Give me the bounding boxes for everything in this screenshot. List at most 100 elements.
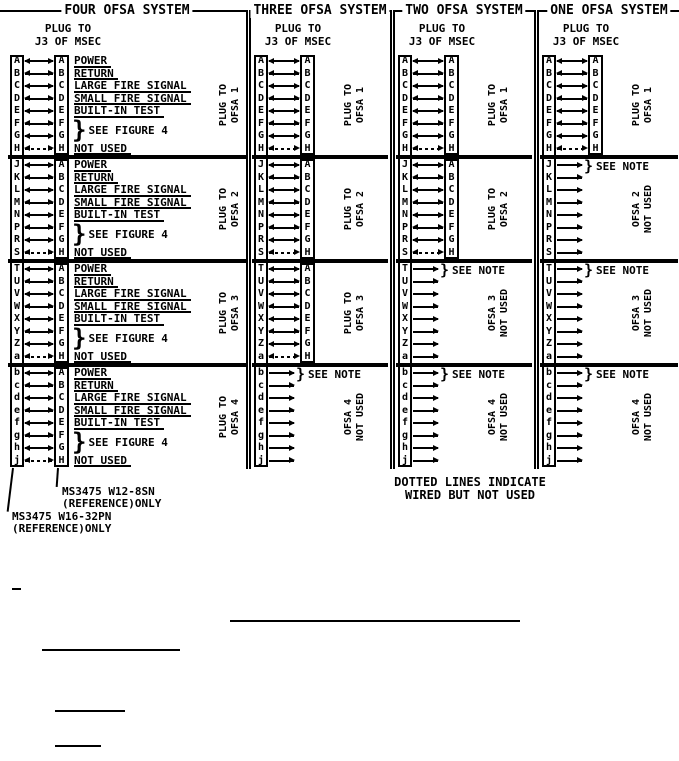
arrowhead-left-icon xyxy=(412,95,418,101)
msec-pin-letter: W xyxy=(545,300,553,312)
wire xyxy=(24,369,54,376)
msec-pin-letter: f xyxy=(257,417,265,428)
ofsa-connector-box xyxy=(54,367,69,467)
wire xyxy=(413,419,439,426)
wire xyxy=(268,107,300,114)
wire xyxy=(557,303,583,309)
msec-pin-letter: g xyxy=(401,429,409,441)
arrowhead-left-icon xyxy=(268,290,274,297)
arrowhead-left-icon xyxy=(24,70,30,76)
msec-pin-letter: B xyxy=(13,67,21,79)
arrowhead-right-icon xyxy=(577,419,583,426)
wire xyxy=(412,120,444,126)
panel-title: THREE OFSA SYSTEM xyxy=(250,3,390,18)
signal-label: BUILT-IN TEST xyxy=(74,313,165,326)
wire xyxy=(412,224,444,230)
see-figure-4-label: SEE FIGURE 4 xyxy=(88,123,168,137)
wire xyxy=(24,120,54,126)
ofsa-pin-letter: F xyxy=(304,325,311,337)
arrowhead-left-icon xyxy=(24,224,30,230)
arrowhead-right-icon xyxy=(289,394,295,401)
arrowhead-left-icon xyxy=(556,145,562,151)
arrowhead-right-icon xyxy=(48,211,54,218)
wire xyxy=(24,236,54,243)
arrowhead-left-icon xyxy=(268,211,274,218)
arrowhead-right-icon xyxy=(438,249,444,255)
arrowhead-right-icon xyxy=(577,174,583,180)
arrowhead-left-icon xyxy=(24,340,30,347)
ofsa-pin-letter: F xyxy=(58,117,65,129)
wire xyxy=(268,290,300,297)
arrowhead-right-icon xyxy=(48,419,54,426)
wire xyxy=(268,95,300,101)
wire xyxy=(412,161,444,168)
wire xyxy=(557,444,583,451)
ofsa-pin-letter: H xyxy=(448,246,455,258)
wire xyxy=(412,199,444,205)
wire xyxy=(24,199,54,205)
arrowhead-right-icon xyxy=(577,265,583,272)
wire xyxy=(413,353,439,359)
msec-pin-letter: A xyxy=(545,55,553,66)
msec-pin-letter: C xyxy=(545,80,553,91)
ofsa-pin-letter: F xyxy=(304,117,311,129)
rotated-label-line: OFSA 2 xyxy=(631,190,642,228)
wire xyxy=(24,57,54,64)
wire xyxy=(412,107,444,114)
wire xyxy=(557,432,583,438)
reference-part-number: MS3475 W16-32PN xyxy=(12,510,112,523)
wire xyxy=(24,407,54,413)
wire xyxy=(557,290,583,297)
arrowhead-right-icon xyxy=(582,57,588,64)
arrowhead-right-icon xyxy=(577,432,583,438)
msec-pin-letter: a xyxy=(545,350,553,362)
signal-label: SMALL FIRE SIGNAL xyxy=(74,196,191,209)
signal-label: SMALL FIRE SIGNAL xyxy=(74,404,191,417)
horizontal-rule xyxy=(55,710,125,712)
rotated-label-line: OFSA 3 xyxy=(631,294,642,332)
ofsa-pin-letter: D xyxy=(58,92,65,104)
signal-label: SMALL FIRE SIGNAL xyxy=(74,92,191,105)
arrowhead-left-icon xyxy=(24,145,30,151)
arrowhead-right-icon xyxy=(438,82,444,89)
msec-pin-letter: Z xyxy=(545,338,553,349)
signal-label: NOT USED xyxy=(74,246,131,259)
msec-pin-letter: H xyxy=(401,142,409,154)
ofsa-connector-box xyxy=(588,55,603,155)
arrowhead-right-icon xyxy=(48,290,54,297)
ofsa-pin-letter: E xyxy=(58,105,65,116)
arrowhead-left-icon xyxy=(24,419,30,426)
wire xyxy=(268,70,300,76)
arrowhead-right-icon xyxy=(294,145,300,151)
arrowhead-left-icon xyxy=(268,328,274,334)
ofsa-pin-letter: E xyxy=(448,105,455,116)
arrowhead-right-icon xyxy=(577,278,583,284)
msec-pin-letter: Z xyxy=(401,338,409,349)
msec-pin-letter: K xyxy=(401,171,409,183)
panel-title: FOUR OFSA SYSTEM xyxy=(61,3,193,18)
ofsa-pin-letter: F xyxy=(58,221,65,233)
wire xyxy=(268,328,300,334)
arrowhead-right-icon xyxy=(48,353,54,359)
wire xyxy=(556,145,588,151)
note-brace-glyph: } xyxy=(584,157,594,175)
ofsa-pin-letter: D xyxy=(304,300,311,312)
arrowhead-right-icon xyxy=(577,315,583,322)
arrowhead-right-icon xyxy=(48,394,54,401)
wire xyxy=(268,315,300,322)
msec-pin-letter: M xyxy=(545,196,553,208)
wire xyxy=(557,174,583,180)
arrowhead-right-icon xyxy=(438,95,444,101)
arrowhead-left-icon xyxy=(24,457,30,463)
panel-separator xyxy=(246,10,251,469)
ofsa-pin-letter: C xyxy=(448,184,455,195)
msec-pin-letter: b xyxy=(13,367,21,378)
msec-pin-letter: G xyxy=(545,130,553,141)
group-separator-bar xyxy=(252,155,388,159)
arrowhead-left-icon xyxy=(24,382,30,388)
